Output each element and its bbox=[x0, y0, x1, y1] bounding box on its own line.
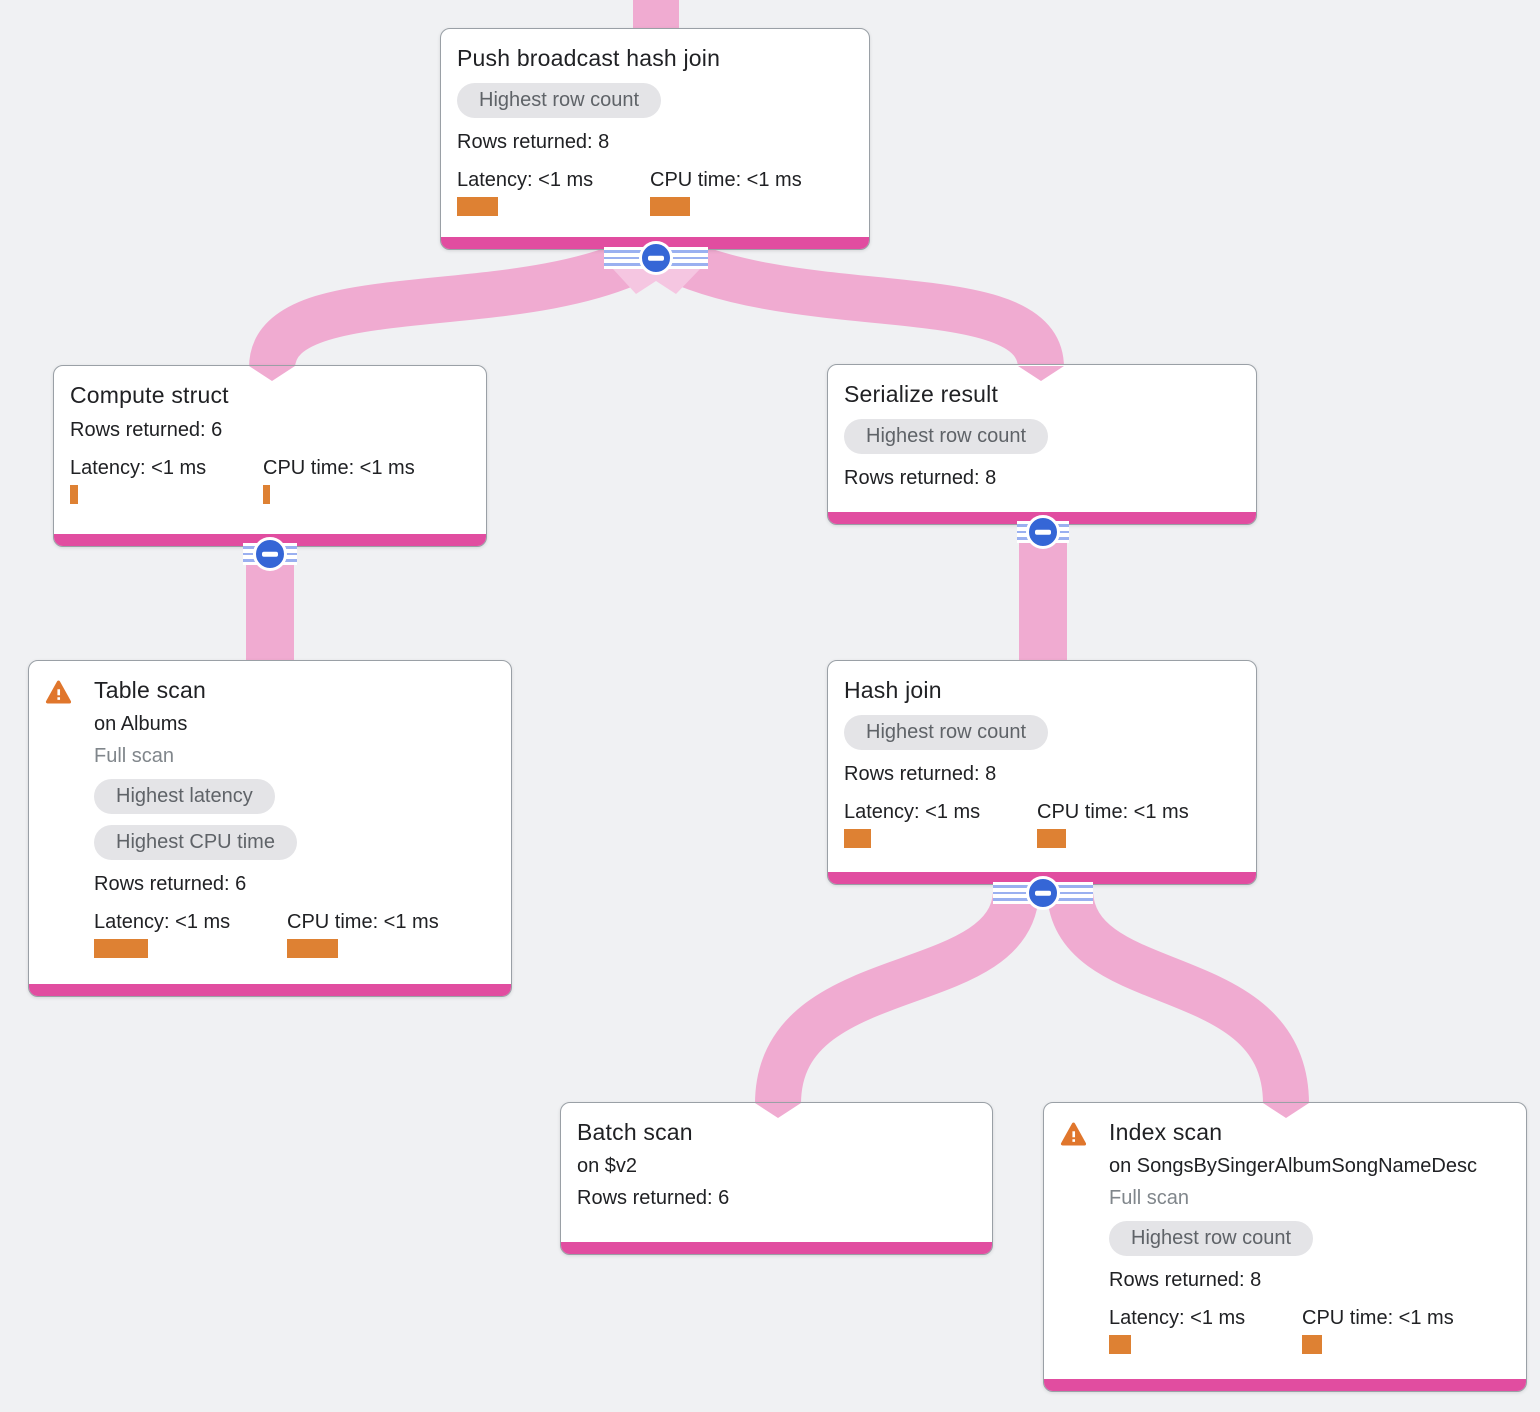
cpu-time-label: CPU time: <1 ms bbox=[650, 169, 802, 191]
node-title: Compute struct bbox=[70, 382, 229, 408]
rows-returned: Rows returned: 8 bbox=[1109, 1269, 1262, 1291]
rows-returned: Rows returned: 6 bbox=[94, 873, 247, 895]
latency-label: Latency: <1 ms bbox=[70, 457, 207, 479]
link-hash-join-to-batch-scan bbox=[755, 889, 1039, 1106]
node-index-scan[interactable]: Index scan on SongsBySingerAlbumSongName… bbox=[1043, 1102, 1527, 1392]
node-hash-join[interactable]: Hash join Highest row count Rows returne… bbox=[827, 660, 1257, 885]
node-accent-bar bbox=[29, 984, 511, 996]
cpu-time-bar bbox=[287, 939, 338, 958]
badge-highest-row-count: Highest row count bbox=[844, 715, 1049, 750]
node-title: Batch scan bbox=[577, 1119, 693, 1145]
node-subtitle: on Albums bbox=[94, 713, 188, 735]
node-subtitle: on $v2 bbox=[577, 1155, 638, 1177]
node-title: Table scan bbox=[94, 677, 206, 703]
collapse-minus-icon bbox=[639, 241, 673, 275]
cpu-time-label: CPU time: <1 ms bbox=[1037, 801, 1189, 823]
warning-icon bbox=[45, 680, 72, 958]
collapse-minus-icon bbox=[1026, 515, 1060, 549]
latency-bar bbox=[70, 485, 78, 504]
cpu-time-bar bbox=[650, 197, 690, 216]
link-into-root bbox=[633, 0, 679, 30]
node-compute-struct[interactable]: Compute struct Rows returned: 6 Latency:… bbox=[53, 365, 487, 547]
latency-label: Latency: <1 ms bbox=[844, 801, 981, 823]
collapse-button-serialize-result[interactable] bbox=[1017, 515, 1069, 549]
link-fork-notch bbox=[613, 269, 700, 294]
latency-label: Latency: <1 ms bbox=[94, 911, 231, 933]
rows-returned: Rows returned: 8 bbox=[457, 131, 610, 153]
rows-returned: Rows returned: 6 bbox=[70, 419, 223, 441]
node-subtitle: on SongsBySingerAlbumSongNameDesc bbox=[1109, 1155, 1477, 1177]
cpu-time-bar bbox=[1037, 829, 1066, 848]
node-accent-bar bbox=[561, 1242, 992, 1254]
latency-bar bbox=[457, 197, 498, 216]
rows-returned: Rows returned: 8 bbox=[844, 763, 997, 785]
cpu-time-label: CPU time: <1 ms bbox=[287, 911, 439, 933]
cpu-time-label: CPU time: <1 ms bbox=[263, 457, 415, 479]
collapse-minus-icon bbox=[1026, 876, 1060, 910]
node-title: Index scan bbox=[1109, 1119, 1223, 1145]
collapse-button-push-broadcast-hash-join[interactable] bbox=[604, 241, 708, 275]
cpu-time-label: CPU time: <1 ms bbox=[1302, 1307, 1454, 1329]
rows-returned: Rows returned: 6 bbox=[577, 1187, 730, 1209]
node-title: Hash join bbox=[844, 677, 942, 703]
scan-type: Full scan bbox=[94, 745, 175, 767]
latency-bar bbox=[1109, 1335, 1131, 1354]
latency-bar bbox=[844, 829, 871, 848]
link-root-to-serialize-result bbox=[653, 233, 1064, 371]
badge-highest-row-count: Highest row count bbox=[844, 419, 1049, 454]
scan-type: Full scan bbox=[1109, 1187, 1190, 1209]
link-root-to-compute-struct bbox=[249, 233, 660, 371]
warning-icon bbox=[1060, 1122, 1087, 1354]
collapse-button-compute-struct[interactable] bbox=[243, 537, 297, 571]
cpu-time-bar bbox=[1302, 1335, 1322, 1354]
node-push-broadcast-hash-join[interactable]: Push broadcast hash join Highest row cou… bbox=[440, 28, 870, 250]
latency-label: Latency: <1 ms bbox=[1109, 1307, 1246, 1329]
latency-bar bbox=[94, 939, 148, 958]
collapse-button-hash-join[interactable] bbox=[993, 876, 1093, 910]
node-title: Push broadcast hash join bbox=[457, 45, 721, 71]
link-hash-join-to-index-scan bbox=[1047, 889, 1309, 1106]
badge-highest-row-count: Highest row count bbox=[457, 83, 662, 118]
node-table-scan[interactable]: Table scan on Albums Full scan Highest l… bbox=[28, 660, 512, 997]
rows-returned: Rows returned: 8 bbox=[844, 467, 997, 489]
cpu-time-bar bbox=[263, 485, 270, 504]
latency-label: Latency: <1 ms bbox=[457, 169, 594, 191]
badge-highest-latency: Highest latency bbox=[94, 779, 275, 814]
node-batch-scan[interactable]: Batch scan on $v2 Rows returned: 6 bbox=[560, 1102, 993, 1255]
badge-highest-row-count: Highest row count bbox=[1109, 1221, 1314, 1256]
node-serialize-result[interactable]: Serialize result Highest row count Rows … bbox=[827, 364, 1257, 525]
node-accent-bar bbox=[1044, 1379, 1526, 1391]
node-title: Serialize result bbox=[844, 381, 999, 407]
collapse-minus-icon bbox=[253, 537, 287, 571]
badge-highest-cpu-time: Highest CPU time bbox=[94, 825, 297, 860]
